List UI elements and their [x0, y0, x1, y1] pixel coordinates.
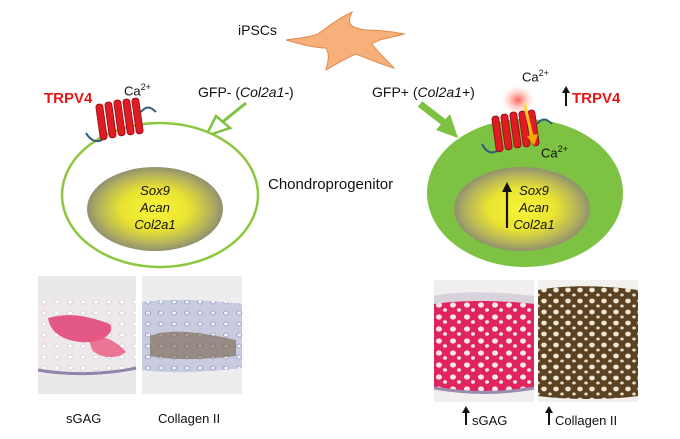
left-nucleus: [87, 167, 223, 251]
right-collagen-caption: Collagen II: [555, 413, 618, 428]
right-collagen-histology: [538, 280, 638, 402]
right-gene-acan: Acan: [519, 200, 549, 215]
right-gfp-label: GFP+ (Col2a1+): [372, 84, 475, 100]
left-gene-acan: Acan: [140, 200, 170, 215]
ipsc-label: iPSCs: [238, 22, 277, 38]
right-sgag-caption: sGAG: [472, 413, 508, 428]
left-gfp-gene: Col2a1-: [240, 84, 290, 100]
calcium-influx-arrow-icon: [522, 101, 538, 146]
left-trpv4-label: TRPV4: [44, 90, 93, 107]
left-sgag-caption: sGAG: [66, 411, 102, 426]
left-gene-col2a1: Col2a1: [134, 217, 176, 232]
left-gene-list: Sox9 Acan Col2a1: [115, 182, 195, 233]
right-gfp-gene: Col2a1+: [417, 84, 471, 100]
left-collagen-histology: [142, 276, 242, 394]
left-gfp-prefix: GFP-: [198, 84, 232, 100]
left-sgag-histology: [37, 276, 137, 394]
collagen-up-arrow-icon: [545, 406, 553, 425]
right-trpv4-channel-icon: [481, 109, 553, 154]
left-gfp-label: GFP- (Col2a1-): [198, 84, 294, 100]
right-sgag-histology: [433, 280, 535, 402]
left-trpv4-channel-icon: [85, 97, 157, 143]
right-gfp-prefix: GFP+: [372, 84, 409, 100]
chondroprogenitor-label: Chondroprogenitor: [268, 176, 394, 193]
right-calcium-outer-label: Ca2+: [522, 68, 549, 85]
right-nucleus: [454, 167, 590, 251]
left-collagen-caption: Collagen II: [158, 411, 221, 426]
left-differentiation-arrow: [203, 101, 247, 139]
ipsc-cell-icon: [285, 10, 406, 72]
right-gene-list: Sox9 Acan Col2a1: [494, 182, 574, 233]
left-gene-sox9: Sox9: [140, 183, 170, 198]
right-calcium-inner-label: Ca2+: [541, 144, 568, 161]
right-gene-col2a1: Col2a1: [513, 217, 555, 232]
right-gene-sox9: Sox9: [519, 183, 549, 198]
left-calcium-label: Ca2+: [124, 82, 151, 99]
sgag-up-arrow-icon: [462, 406, 470, 425]
right-trpv4-up-arrow-icon: [562, 86, 570, 106]
right-differentiation-arrow: [417, 101, 458, 138]
right-trpv4-label: TRPV4: [572, 90, 621, 107]
gene-up-arrow-icon: [502, 182, 512, 228]
